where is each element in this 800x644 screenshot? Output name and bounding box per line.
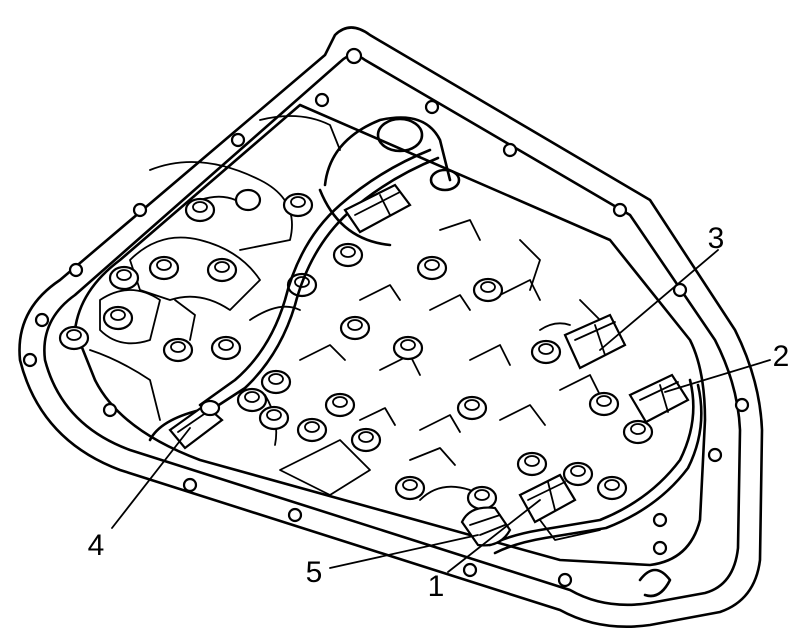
callout-3: 3 <box>708 222 725 255</box>
connector-4 <box>168 399 224 450</box>
callout-2: 2 <box>773 340 790 373</box>
pan-flange-inner <box>43 54 742 607</box>
cavity-wall <box>73 103 707 567</box>
connector-2 <box>628 373 690 424</box>
flange-bolt-holes <box>22 47 750 598</box>
callout-5: 5 <box>306 556 323 589</box>
callout-1: 1 <box>428 570 445 603</box>
connector-5 <box>460 506 512 547</box>
connector-3 <box>539 313 627 370</box>
upper-housing <box>318 116 461 247</box>
wiring-harness <box>148 148 703 555</box>
callout-leaders <box>111 249 771 573</box>
left-casting-detail <box>89 115 341 421</box>
callout-4: 4 <box>88 529 105 562</box>
valve-channels <box>264 219 601 501</box>
connector-upper <box>343 183 412 234</box>
pan-flange-outer <box>18 26 764 628</box>
connector-1 <box>518 473 577 524</box>
valve-body-bolts <box>58 188 654 511</box>
